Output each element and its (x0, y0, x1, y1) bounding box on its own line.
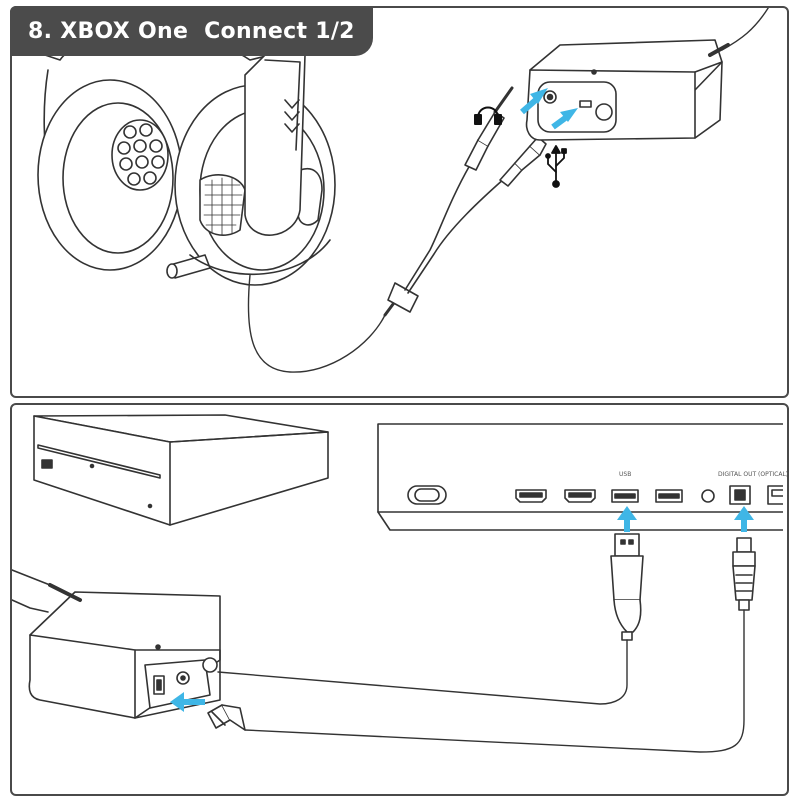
usb-icon (545, 145, 567, 188)
headphone-icon (474, 106, 502, 125)
xbox-console (33, 414, 329, 526)
speaker-grille (117, 123, 165, 186)
optical-plug (732, 537, 756, 611)
micro-usb-plug (499, 136, 547, 187)
adapter-box (525, 8, 771, 141)
connect-arrows (520, 88, 578, 130)
usb-port-label: USB (619, 471, 631, 478)
usb-a-plug (610, 533, 644, 641)
optical-port-label: DIGITAL OUT (OPTICAL) (718, 471, 788, 478)
console-back-panel (377, 423, 783, 531)
audio-plug (464, 86, 514, 171)
step-title: 8. XBOX One Connect 1/2 (10, 6, 373, 56)
adapter-box-bottom (12, 569, 221, 719)
optical-plug-adapter (207, 704, 246, 731)
headset-illustration (37, 24, 336, 286)
connect-arrows-bottom (170, 506, 754, 712)
